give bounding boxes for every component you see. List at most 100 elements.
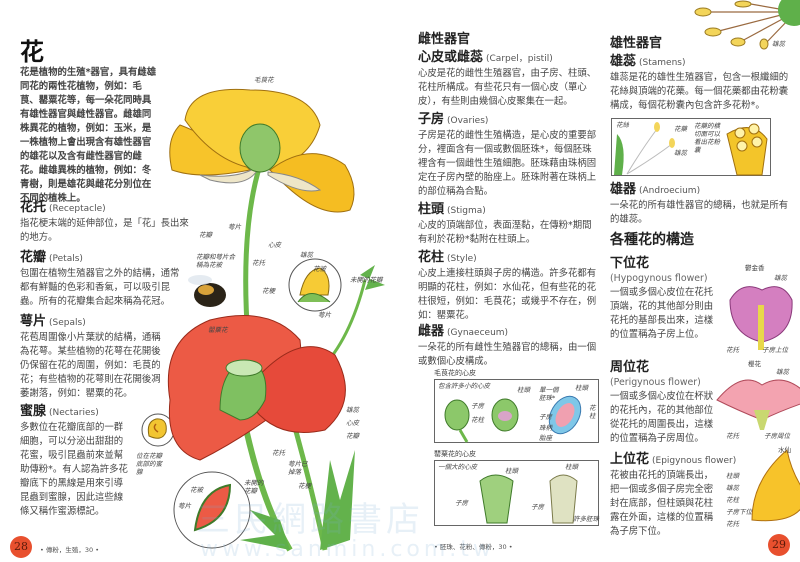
label: 花藥的橫切面可以看出花粉囊 xyxy=(694,122,720,154)
section-text: 心皮是花的雌性生殖器官，由子房、柱頭、花柱所構成。有些花只有一個心皮（單心皮），… xyxy=(418,68,597,107)
section-hypogynous: 下位花 (Hypogynous flower) 一個或多個心皮位在花托頂端，花的… xyxy=(610,256,720,342)
poppy-carpel-box: 一個大的心皮 柱頭 子房 柱頭 子房 許多胚珠 xyxy=(434,460,599,526)
label: 許多胚珠 xyxy=(573,515,599,523)
section-en: (Stigma) xyxy=(447,206,486,216)
label: 子房 xyxy=(455,499,468,507)
label: 花梗 xyxy=(262,287,275,295)
section-title: 雌器 xyxy=(418,324,445,339)
section-en: (Receptacle) xyxy=(49,204,106,214)
section-title: 周位花 xyxy=(610,360,650,375)
section-text: 花被由花托的頂端長出，把一個或多個子房完全密封在底部，但柱頭與花柱露在外面，這樣… xyxy=(610,470,714,537)
intro-text: 花是植物的生殖*器官，具有雌雄同花的兩性花植物，例如：毛茛、罌粟花等，每一朵花同… xyxy=(20,67,157,204)
poppy-petal xyxy=(254,346,346,433)
label: 柱頭 xyxy=(726,472,739,480)
section-en: (Carpel，pistil) xyxy=(486,54,553,64)
label: 花瓣和萼片合稱為花被 xyxy=(196,253,235,269)
label: 柱頭 xyxy=(517,386,530,394)
section-title: 蜜腺 xyxy=(20,404,47,419)
stamens-illustration xyxy=(694,0,800,50)
section-sepals: 萼片(Sepals) 花苞周圍像小片葉狀的結構，通稱為花萼。某些植物的花萼在花開… xyxy=(20,314,162,401)
buttercup-petal xyxy=(269,153,355,213)
section-en: (Nectaries) xyxy=(49,408,99,418)
label: 萼片 xyxy=(318,311,331,319)
example-label: 鬱金香 xyxy=(745,264,765,272)
section-nectaries: 蜜腺(Nectaries) 多數位在花瓣底部的一群細胞，可以分泌出甜甜的花蜜，吸… xyxy=(20,404,132,519)
label: 花絲 xyxy=(616,121,629,129)
tulip-pistil xyxy=(758,305,764,350)
label: 柱頭 xyxy=(505,467,518,475)
leaf xyxy=(240,510,290,550)
label: 未開的花瓣 xyxy=(350,276,383,284)
section-en: (Epigynous flower) xyxy=(652,456,737,466)
section-en: (Androecium) xyxy=(639,186,701,196)
section-title: 心皮或雌蕊 xyxy=(418,50,484,65)
section-text: 心皮的頂端部位，表面溼黏，在傳粉*期間有利於花粉*黏附在柱頭上。 xyxy=(418,220,592,245)
section-en: (Petals) xyxy=(49,254,83,264)
label: 雄蕊 xyxy=(346,406,359,414)
stamen-box: 花絲 花藥 雄蕊 花藥的橫切面可以看出花粉囊 xyxy=(611,118,771,176)
label: 子房 xyxy=(531,503,544,511)
example-label: 水仙 xyxy=(778,446,791,454)
section-carpel: 心皮或雌蕊(Carpel，pistil) 心皮是花的雌性生殖器官，由子房、柱頭、… xyxy=(418,50,598,109)
carpel-cluster xyxy=(239,123,281,173)
example-label: 櫻花 xyxy=(748,360,761,368)
label: 花瓣 xyxy=(346,432,359,440)
section-text: 指花梗末端的延伸部位，是「花」長出來的地方。 xyxy=(20,218,189,243)
section-en: (Sepals) xyxy=(49,318,86,328)
label: 萼片 xyxy=(228,223,241,231)
label: 花瓣 xyxy=(199,231,212,239)
page-title: 花 xyxy=(20,37,44,66)
footnote-right: • 胚珠、花粉、傳粉，30 • xyxy=(434,543,513,551)
label: 雄蕊 xyxy=(300,251,313,259)
label-poppy: 罌粟花 xyxy=(208,326,228,334)
section-text: 一個或多個心皮位在花托頂端，花的其他部分則由花托的基部長出來，這樣的位置稱為子房… xyxy=(610,287,714,340)
section-text: 子房是花的雌性生殖構造，是心皮的重要部分，裡面含有一個或數個胚珠*，每個胚珠裡含… xyxy=(418,130,597,197)
label: 子房 xyxy=(539,413,552,421)
structures-title: 各種花的構造 xyxy=(610,232,694,248)
section-stamens: 雄蕊(Stamens) 雄蕊是花的雄性生殖器官，包含一根纖細的花絲與頂端的花藥。… xyxy=(610,54,795,113)
label: 雄蕊 xyxy=(774,274,787,282)
watermark-url: www.sanmin.com.tw xyxy=(200,537,495,562)
box-subtitle: 包含許多小的心皮 xyxy=(438,382,490,390)
label: 子房 xyxy=(471,402,484,410)
section-text: 一朵花的所有雄性器官的總稱，也就是所有的雄蕊。 xyxy=(610,200,789,225)
section-title: 子房 xyxy=(418,112,445,127)
section-text: 多數位在花瓣底部的一群細胞，可以分泌出甜甜的花蜜，吸引昆蟲前來並幫助傳粉*。有人… xyxy=(20,422,128,517)
section-title: 下位花 xyxy=(610,256,650,271)
page-number-left: 28 xyxy=(10,536,32,558)
section-title: 柱頭 xyxy=(418,202,445,217)
label: 花托 xyxy=(252,259,265,267)
section-title: 雄蕊 xyxy=(610,54,637,69)
section-title: 花托 xyxy=(20,200,47,215)
label: 心皮 xyxy=(268,241,281,249)
section-stigma: 柱頭(Stigma) 心皮的頂端部位，表面溼黏，在傳粉*期間有利於花粉*黏附在柱… xyxy=(418,202,598,247)
watermark-text: 三民網路書店 xyxy=(196,500,424,540)
label: 花柱 xyxy=(726,496,739,504)
section-gynaeceum: 雌器(Gynaeceum) 一朵花的所有雌性生殖器官的總稱，由一個或數個心皮構成… xyxy=(418,324,598,369)
page-number-right: 29 xyxy=(768,534,790,556)
buttercup-carpel-title: 毛茛花的心皮 xyxy=(434,369,476,377)
section-epigynous: 上位花(Epigynous flower) 花被由花托的頂端長出，把一個或多個子… xyxy=(610,452,736,539)
section-petals: 花瓣(Petals) 包圍在植物生殖器官之外的結構，通常都有鮮豔的色彩和香氣，可… xyxy=(20,250,185,309)
section-title: 花柱 xyxy=(418,250,445,265)
section-style: 花柱(Style) 心皮上連接柱頭與子房的構造。許多花都有明顯的花柱，例如：水仙… xyxy=(418,250,598,323)
label: 單一個胚珠* xyxy=(539,386,559,402)
label: 雄蕊 xyxy=(776,368,789,376)
box-subtitle: 一個大的心皮 xyxy=(438,463,477,471)
section-en: (Ovaries) xyxy=(447,116,489,126)
label: 柱頭 xyxy=(565,463,578,471)
label: 花被 xyxy=(190,486,203,494)
label: 子房上位 xyxy=(762,346,788,354)
buttercup-stem xyxy=(243,164,263,341)
label: 子房周位 xyxy=(764,432,790,440)
label: 花藥 xyxy=(674,125,687,133)
section-title: 雄器 xyxy=(610,182,637,197)
section-title: 上位花 xyxy=(610,452,650,467)
label: 未開的花瓣 xyxy=(244,479,264,495)
flower-illustration xyxy=(167,88,385,552)
sepal xyxy=(267,171,322,192)
label: 花托 xyxy=(272,449,285,457)
label: 花托 xyxy=(726,346,739,354)
label: 雄蕊 xyxy=(772,40,785,48)
female-organs-title: 雌性器官 xyxy=(418,32,471,47)
